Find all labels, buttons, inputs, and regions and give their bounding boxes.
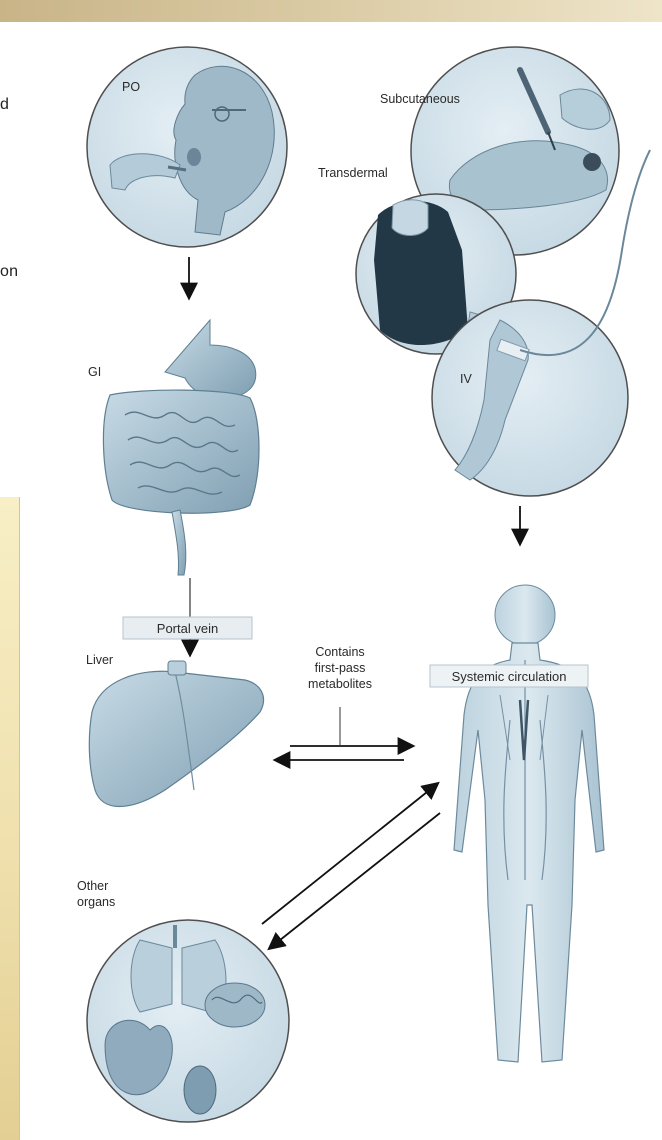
- first-pass-line-1: Contains: [315, 645, 364, 659]
- liver-illustration: [89, 661, 263, 807]
- po-oral-illustration: [87, 47, 287, 247]
- human-body-illustration: [454, 585, 604, 1062]
- other-organs-line-2: organs: [77, 895, 115, 909]
- other-organs-line-1: Other: [77, 879, 108, 893]
- gi-label: GI: [88, 365, 101, 379]
- other-organs-illustration: [87, 920, 289, 1122]
- first-pass-line-3: metabolites: [308, 677, 372, 691]
- gi-tract-illustration: [103, 320, 259, 575]
- arrow-circulation-to-organs: [270, 813, 440, 948]
- liver-label: Liver: [86, 653, 113, 667]
- transdermal-label: Transdermal: [318, 166, 388, 180]
- portal-vein-box: Portal vein: [123, 617, 252, 639]
- systemic-circulation-label: Systemic circulation: [452, 669, 567, 684]
- iv-label: IV: [460, 372, 472, 386]
- first-pass-line-2: first-pass: [315, 661, 366, 675]
- subcutaneous-label: Subcutaneous: [380, 92, 460, 106]
- po-label: PO: [122, 80, 140, 94]
- arrow-organs-to-circulation: [262, 784, 437, 924]
- portal-vein-label: Portal vein: [157, 621, 218, 636]
- systemic-circulation-box: Systemic circulation: [430, 665, 588, 687]
